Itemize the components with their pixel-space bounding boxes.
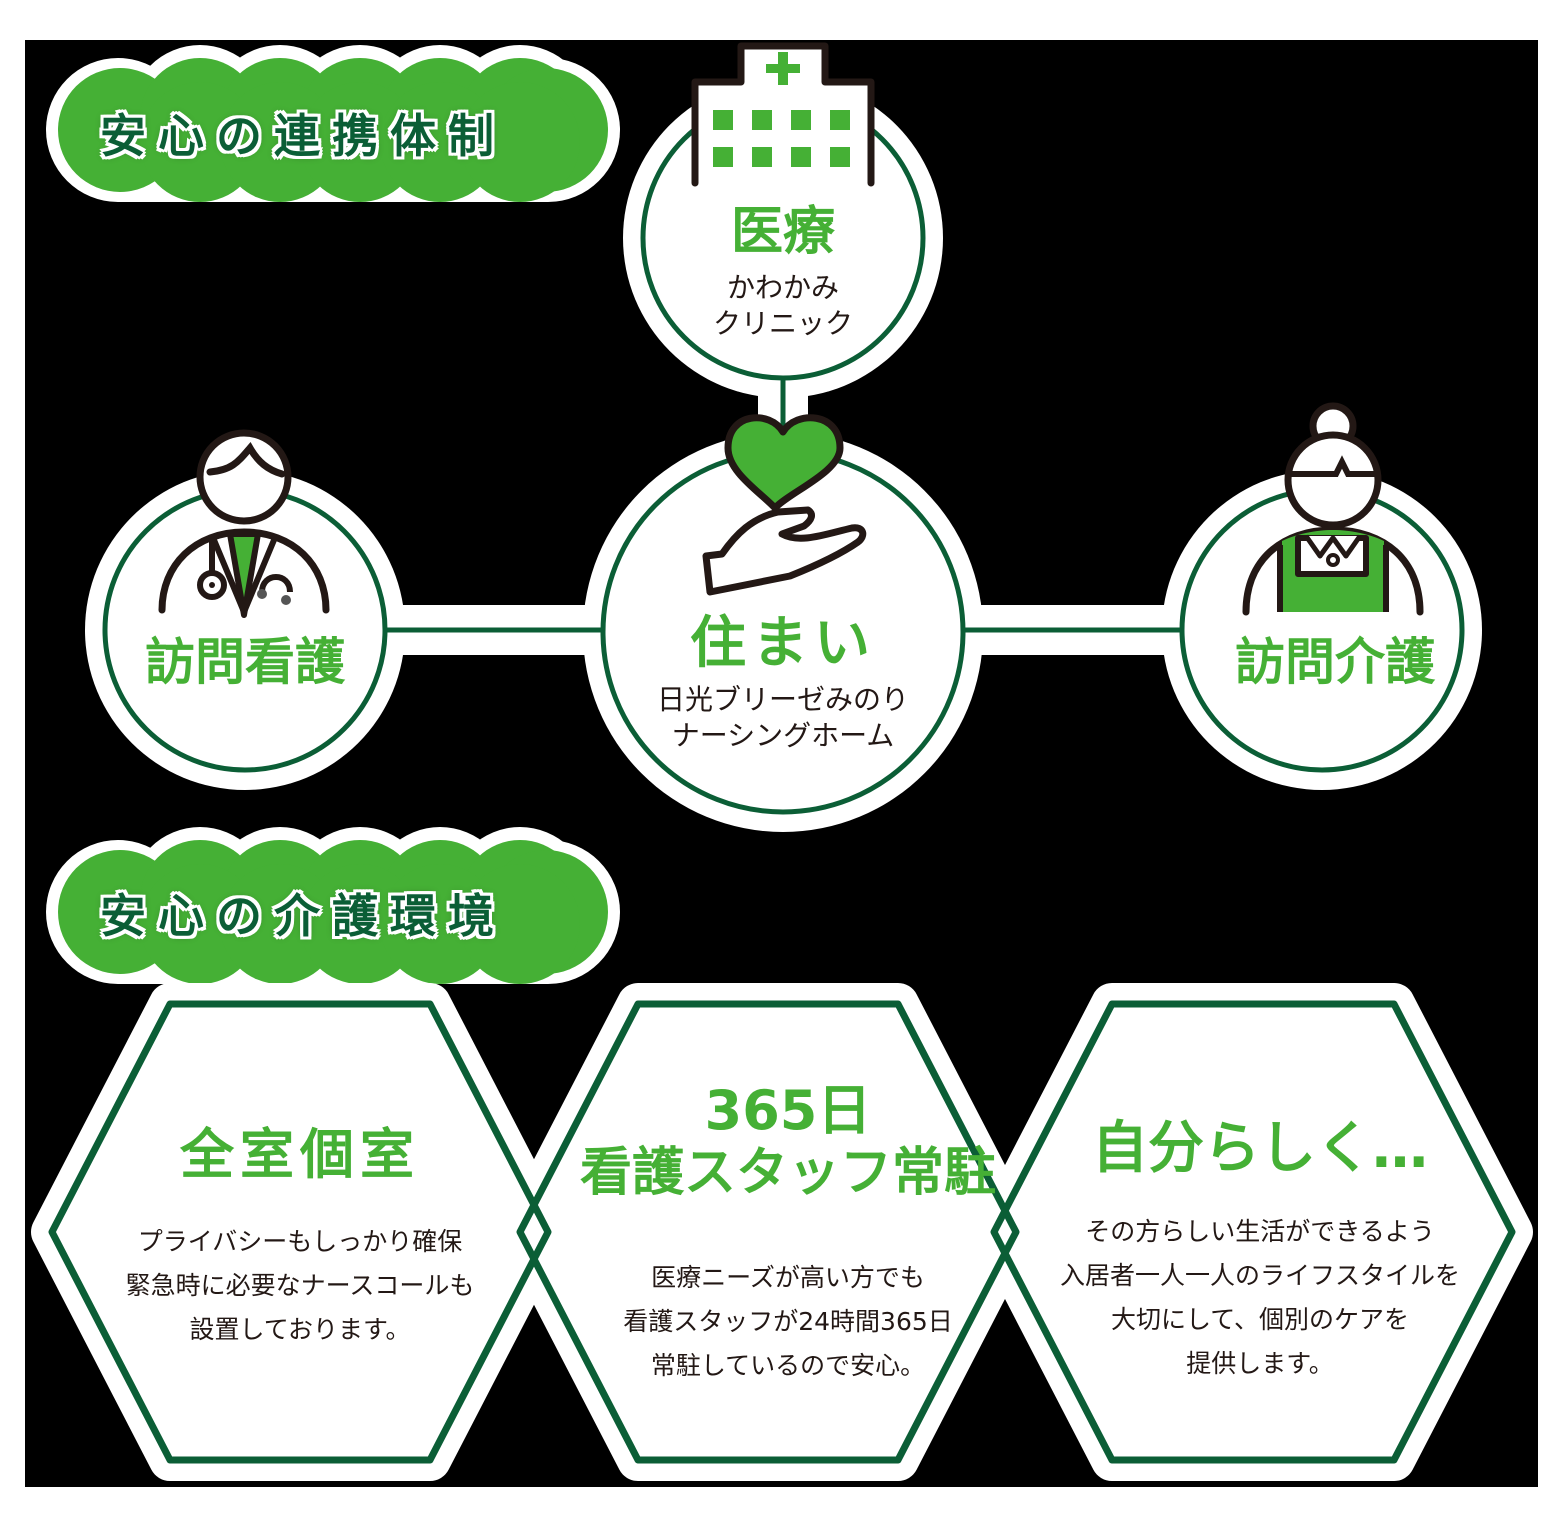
caregiver-icon bbox=[1242, 402, 1424, 616]
hexagon-outline-3 bbox=[990, 1000, 1516, 1464]
card-2-title-line2: 看護スタッフ常駐 bbox=[579, 1143, 996, 1203]
node-medical-line1: かわかみ bbox=[726, 271, 839, 304]
card-2-title-line1: 365日 bbox=[704, 1079, 872, 1142]
node-medical-line2: クリニック bbox=[712, 307, 853, 340]
heart-hand-icon bbox=[702, 414, 867, 596]
badge-cloud-1 bbox=[46, 45, 620, 202]
card-2-body: 医療ニーズが高い方でも 看護スタッフが24時間365日 常駐しているので安心。 bbox=[623, 1263, 953, 1380]
node-residence-title: 住まい bbox=[690, 611, 876, 676]
card-3-title: 自分らしく… bbox=[1092, 1116, 1428, 1181]
node-residence-line2: ナーシングホーム bbox=[671, 719, 895, 752]
hospital-icon bbox=[691, 42, 875, 188]
section2-badge-title: 安心の介護環境 bbox=[100, 889, 506, 943]
node-medical-title: 医療 bbox=[730, 202, 835, 262]
node-residence-line1: 日光ブリーゼみのり bbox=[656, 683, 909, 716]
card-3-body: その方らしい生活ができるよう 入居者一人一人のライフスタイルを 大切にして、個別… bbox=[1059, 1217, 1460, 1378]
card-1-body: プライバシーもしっかり確保 緊急時に必要なナースコールも 設置しております。 bbox=[125, 1227, 475, 1344]
hexagon-outline-2 bbox=[516, 1000, 1020, 1464]
hexagon-outline-1 bbox=[48, 1000, 552, 1464]
section1-badge-title: 安心の連携体制 bbox=[100, 109, 506, 163]
card-1-title: 全室個室 bbox=[180, 1123, 420, 1186]
badge-cloud-2 bbox=[46, 827, 620, 984]
node-visiting-nursing-title: 訪問看護 bbox=[145, 633, 345, 691]
node-visiting-care-title: 訪問介護 bbox=[1235, 633, 1435, 691]
doctor-icon bbox=[158, 429, 330, 618]
